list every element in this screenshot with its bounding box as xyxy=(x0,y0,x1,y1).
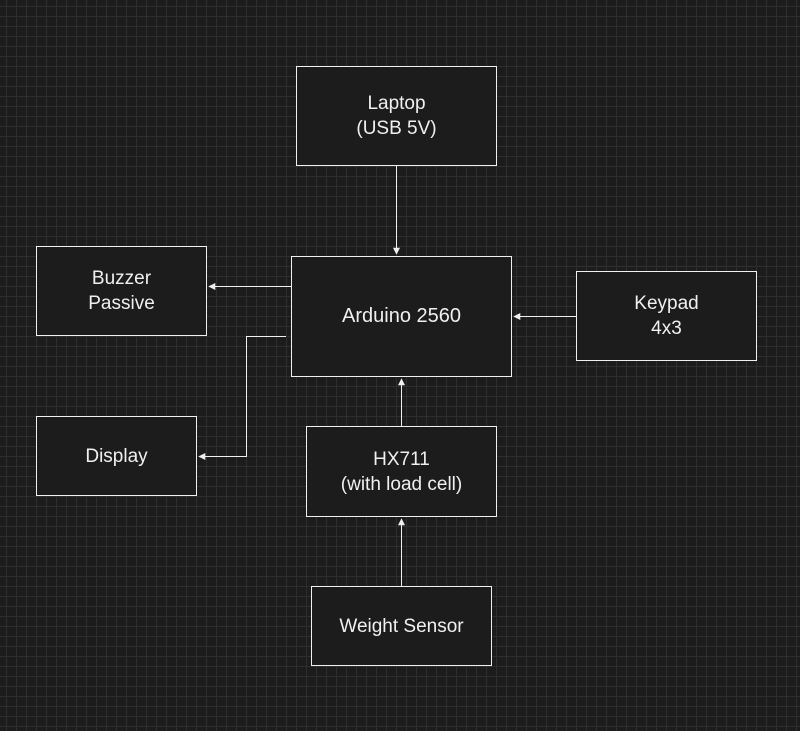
node-buzzer[interactable]: Buzzer Passive xyxy=(36,246,207,336)
node-arduino-label: Arduino 2560 xyxy=(342,305,461,327)
node-keypad-label: Keypad 4x3 xyxy=(634,293,699,339)
node-hx711-label: HX711 (with load cell) xyxy=(340,448,463,495)
edge-arduino-to-display[interactable] xyxy=(198,336,286,460)
node-laptop[interactable]: Laptop (USB 5V) xyxy=(296,66,497,166)
node-weight-sensor-label: Weight Sensor xyxy=(339,615,464,637)
node-weight-sensor[interactable]: Weight Sensor xyxy=(311,586,492,666)
node-arduino[interactable]: Arduino 2560 xyxy=(291,256,512,377)
node-buzzer-label: Buzzer Passive xyxy=(88,268,155,314)
node-keypad[interactable]: Keypad 4x3 xyxy=(576,271,757,361)
node-display-label: Display xyxy=(85,445,148,467)
node-display[interactable]: Display xyxy=(36,416,197,496)
node-hx711[interactable]: HX711 (with load cell) xyxy=(306,426,497,517)
node-laptop-label: Laptop (USB 5V) xyxy=(356,93,437,139)
